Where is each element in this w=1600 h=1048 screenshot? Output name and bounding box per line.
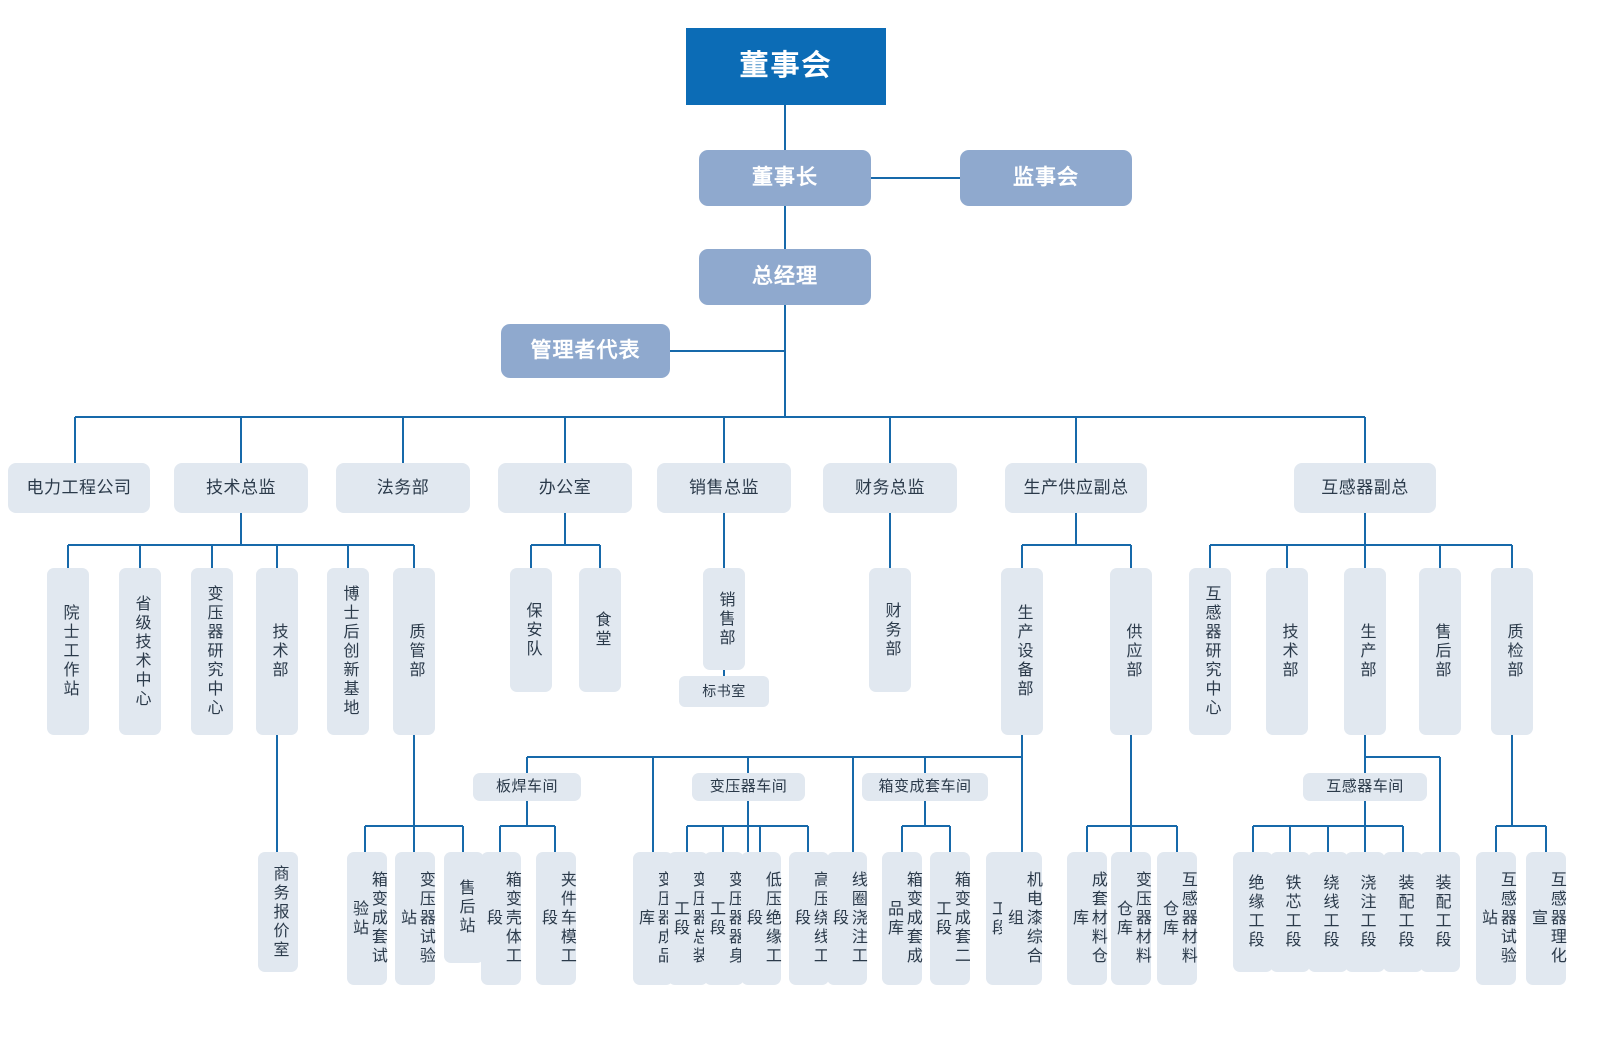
node-core-section[interactable]: 铁芯工段: [1270, 852, 1310, 972]
node-power-engineering-company[interactable]: 电力工程公司: [8, 463, 150, 513]
node-quality-management-department[interactable]: 质管部: [393, 568, 435, 735]
node-provincial-tech-center[interactable]: 省级技术中心: [119, 568, 161, 735]
node-supervisory-board[interactable]: 监事会: [960, 150, 1132, 206]
node-chairman[interactable]: 董事长: [699, 150, 871, 206]
node-box-substation-test-station[interactable]: 箱变成套试验站: [347, 852, 387, 985]
node-technical-department[interactable]: 技术部: [256, 568, 298, 735]
node-finance-director[interactable]: 财务总监: [823, 463, 957, 513]
node-box-substation-workshop[interactable]: 箱变成套车间: [862, 773, 988, 801]
node-production-supply-vp[interactable]: 生产供应副总: [1005, 463, 1147, 513]
node-ct-test-station[interactable]: 互感器试验站: [1476, 852, 1516, 985]
node-casting-section[interactable]: 浇注工段: [1345, 852, 1385, 972]
node-finance-department[interactable]: 财务部: [869, 568, 911, 692]
node-ct-quality-inspection-department[interactable]: 质检部: [1491, 568, 1533, 735]
node-ct-research-center[interactable]: 互感器研究中心: [1189, 568, 1231, 735]
node-security-team[interactable]: 保安队: [510, 568, 552, 692]
node-general-manager[interactable]: 总经理: [699, 249, 871, 305]
node-canteen[interactable]: 食堂: [579, 568, 621, 692]
node-assembly-material-warehouse[interactable]: 成套材料仓库: [1067, 852, 1107, 985]
node-transformer-body-section[interactable]: 变压器器身工段: [704, 852, 744, 985]
node-transformer-assembly-section[interactable]: 变压器总装工段: [668, 852, 708, 985]
node-bid-office[interactable]: 标书室: [679, 676, 769, 707]
node-transformer-finished-warehouse[interactable]: 变压器成品库: [633, 852, 673, 985]
node-assembly-section[interactable]: 装配工段: [1383, 852, 1423, 972]
node-plate-welding-workshop[interactable]: 板焊车间: [473, 773, 581, 801]
node-supply-department[interactable]: 供应部: [1110, 568, 1152, 735]
node-ct-after-sales-department[interactable]: 售后部: [1419, 568, 1461, 735]
node-ct-technical-department[interactable]: 技术部: [1266, 568, 1308, 735]
node-legal-department[interactable]: 法务部: [336, 463, 470, 513]
node-box-substation-finished-warehouse[interactable]: 箱变成套成品库: [882, 852, 922, 985]
node-management-representative[interactable]: 管理者代表: [501, 324, 670, 378]
node-low-voltage-insulation-section[interactable]: 低压绝缘工段: [741, 852, 781, 985]
node-box-substation-section-2[interactable]: 箱变成套二工段: [930, 852, 970, 985]
node-academician-workstation[interactable]: 院士工作站: [47, 568, 89, 735]
node-ct-physical-chemical-lab[interactable]: 互感器理化宣: [1526, 852, 1566, 985]
node-production-equipment-department[interactable]: 生产设备部: [1001, 568, 1043, 735]
node-transformer-test-station[interactable]: 变压器试验站: [395, 852, 435, 985]
node-office[interactable]: 办公室: [498, 463, 632, 513]
node-high-voltage-winding-section[interactable]: 高压绕线工段: [789, 852, 829, 985]
node-sales-director[interactable]: 销售总监: [657, 463, 791, 513]
node-business-quotation-office[interactable]: 商务报价室: [258, 852, 298, 972]
node-ct-workshop[interactable]: 互感器车间: [1303, 773, 1427, 801]
node-sales-department[interactable]: 销售部: [703, 568, 745, 670]
node-transformer-research-center[interactable]: 变压器研究中心: [191, 568, 233, 735]
node-clamp-mold-section[interactable]: 夹件车模工段: [536, 852, 576, 985]
node-ct-production-department[interactable]: 生产部: [1344, 568, 1386, 735]
node-transformer-ct-vp[interactable]: 互感器副总: [1294, 463, 1436, 513]
node-after-sales-station[interactable]: 售后站: [444, 852, 484, 963]
node-transformer-workshop[interactable]: 变压器车间: [692, 773, 805, 801]
node-winding-section[interactable]: 绕线工段: [1308, 852, 1348, 972]
node-assembly-section-ct[interactable]: 装配工段: [1420, 852, 1460, 972]
node-insulation-section[interactable]: 绝缘工段: [1233, 852, 1273, 972]
node-ct-material-warehouse[interactable]: 互感器材料仓库: [1157, 852, 1197, 985]
node-board-of-directors[interactable]: 董事会: [686, 28, 886, 105]
node-coil-casting-section[interactable]: 线圈浇注工段: [827, 852, 867, 985]
node-postdoc-innovation-base[interactable]: 博士后创新基地: [327, 568, 369, 735]
node-transformer-material-warehouse[interactable]: 变压器材料仓库: [1111, 852, 1151, 985]
node-technical-director[interactable]: 技术总监: [174, 463, 308, 513]
node-mechanical-electrical-paint-group[interactable]: 机电漆综合组: [1002, 852, 1042, 985]
node-box-shell-section[interactable]: 箱变壳体工段: [481, 852, 521, 985]
